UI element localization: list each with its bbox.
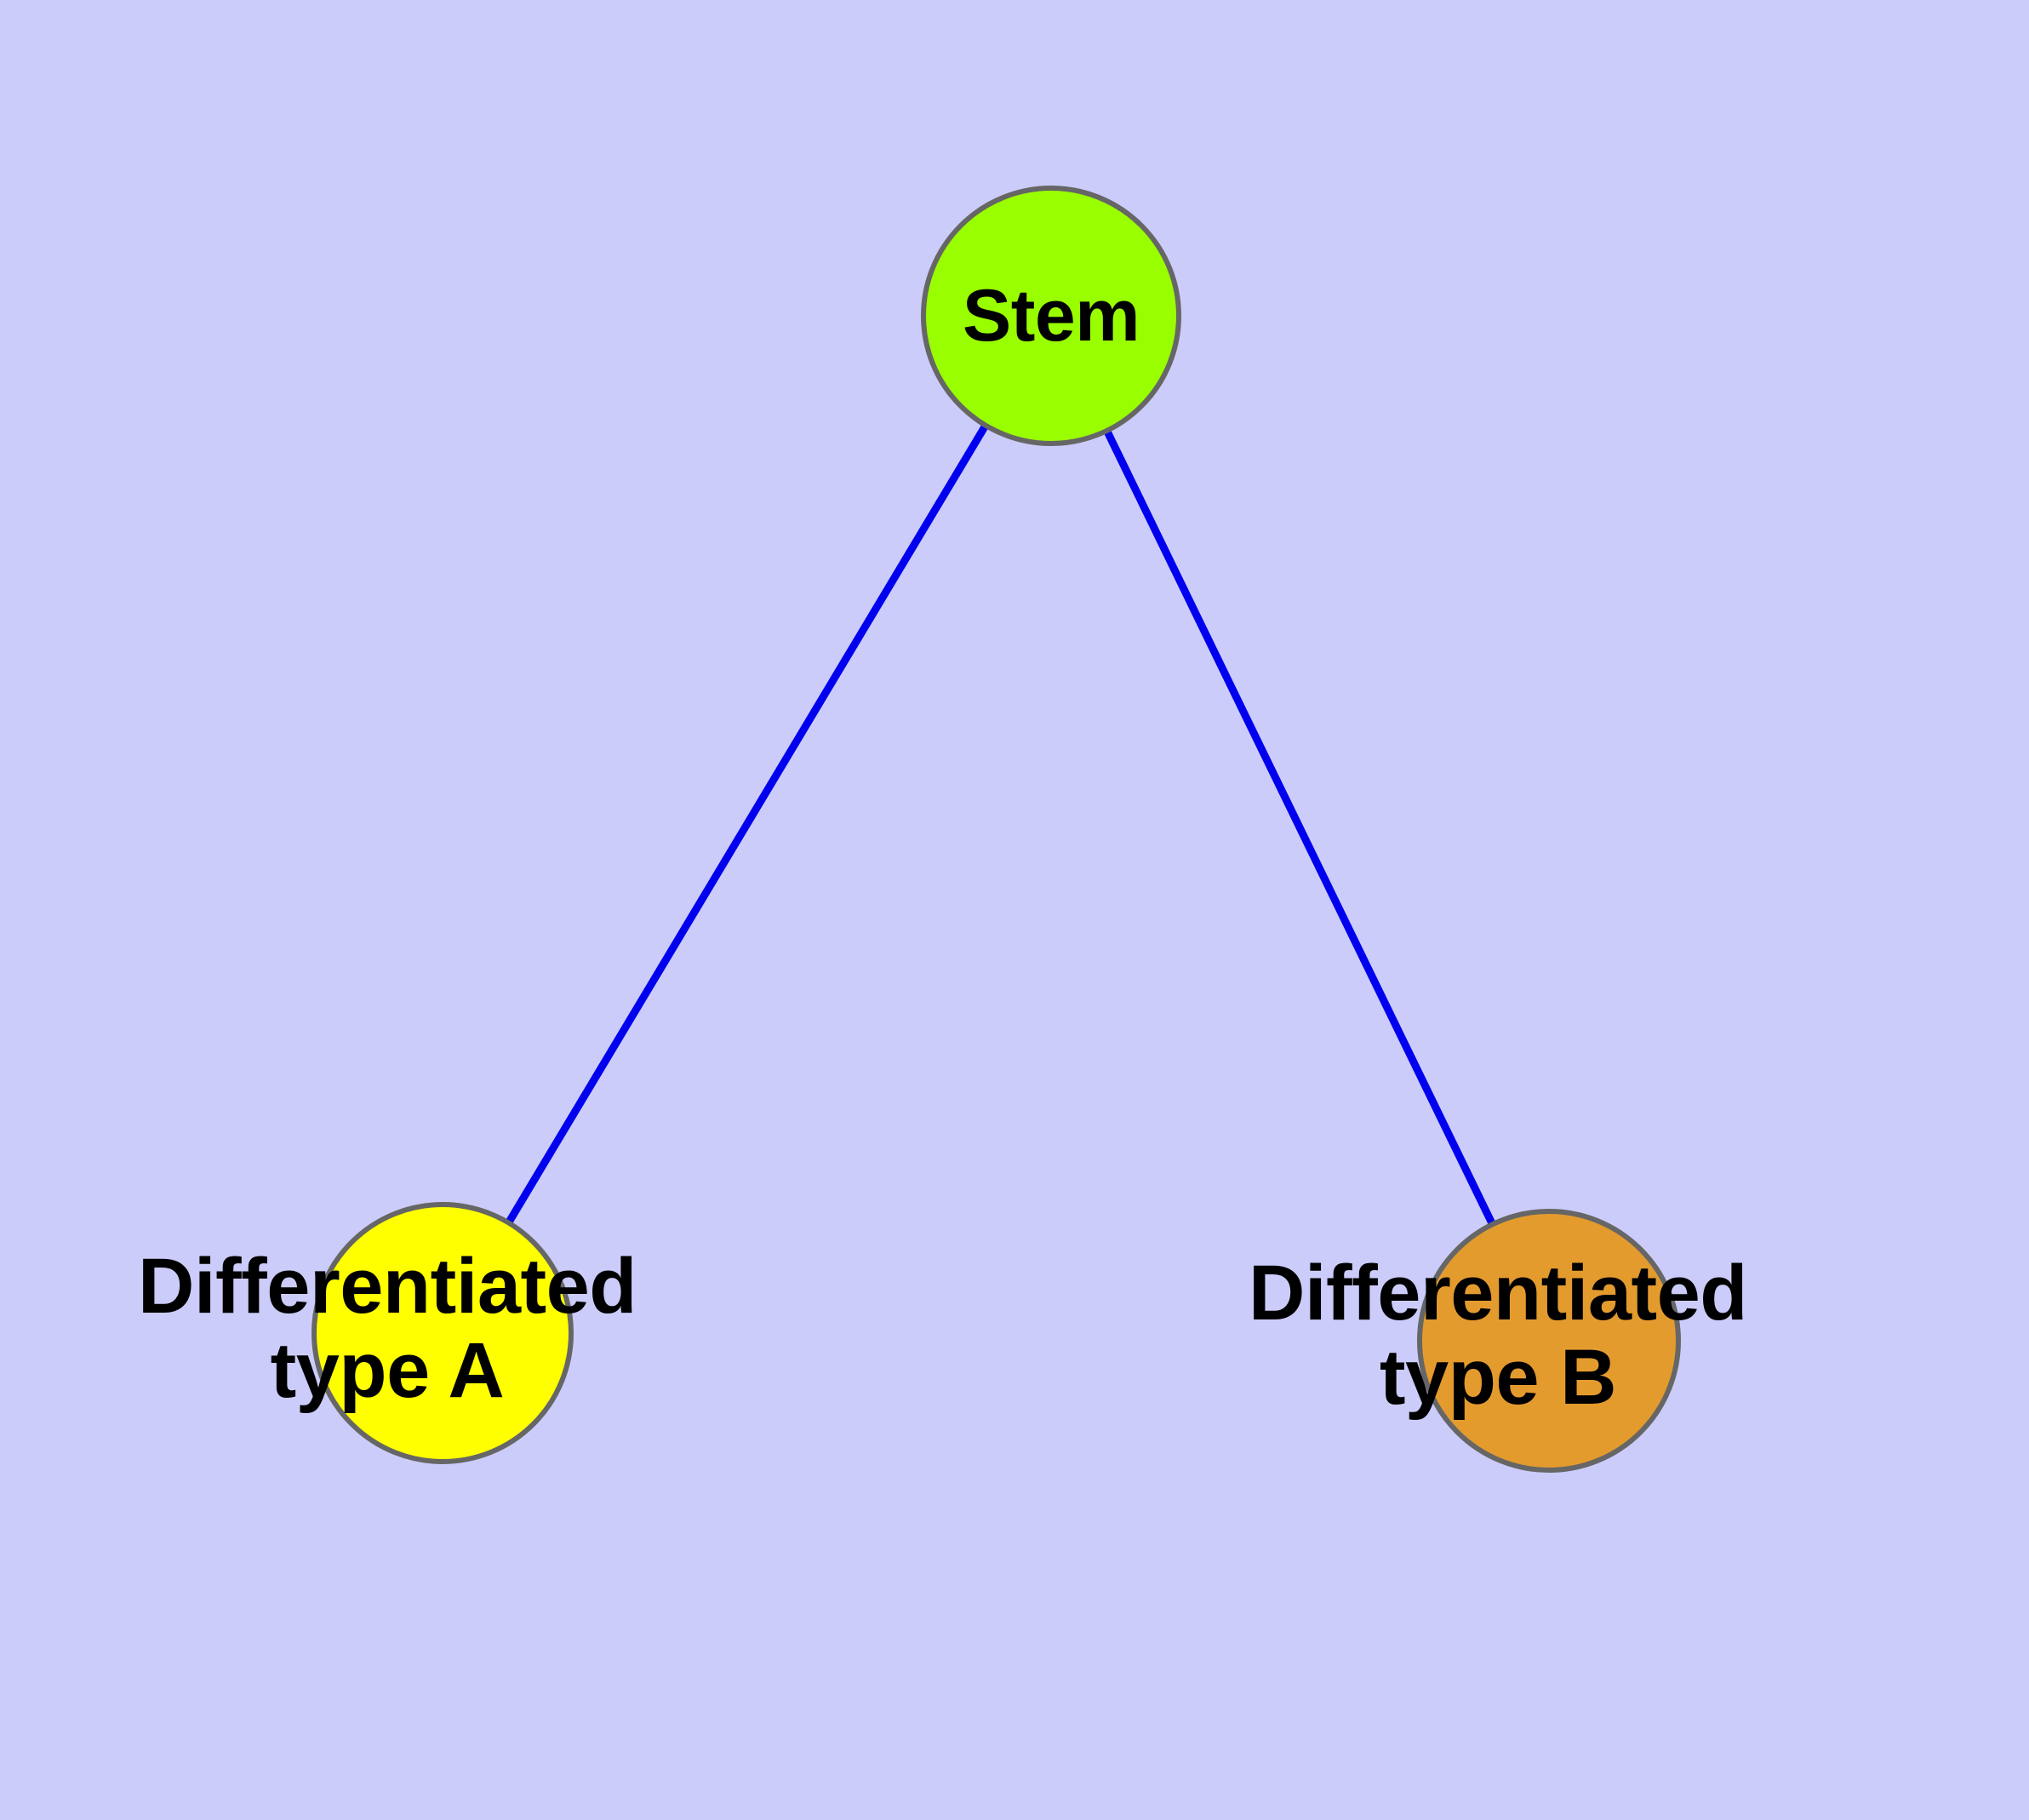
node-differentiated-type-a[interactable] [311,1202,574,1464]
edge-layer [439,313,1553,1342]
node-differentiated-type-b[interactable] [1417,1209,1681,1473]
node-stem[interactable] [921,186,1181,446]
edge-stem-to-differentiated-type-b[interactable] [1047,314,1553,1342]
node-layer [311,186,1681,1473]
edge-stem-to-differentiated-type-a[interactable] [439,313,1055,1336]
